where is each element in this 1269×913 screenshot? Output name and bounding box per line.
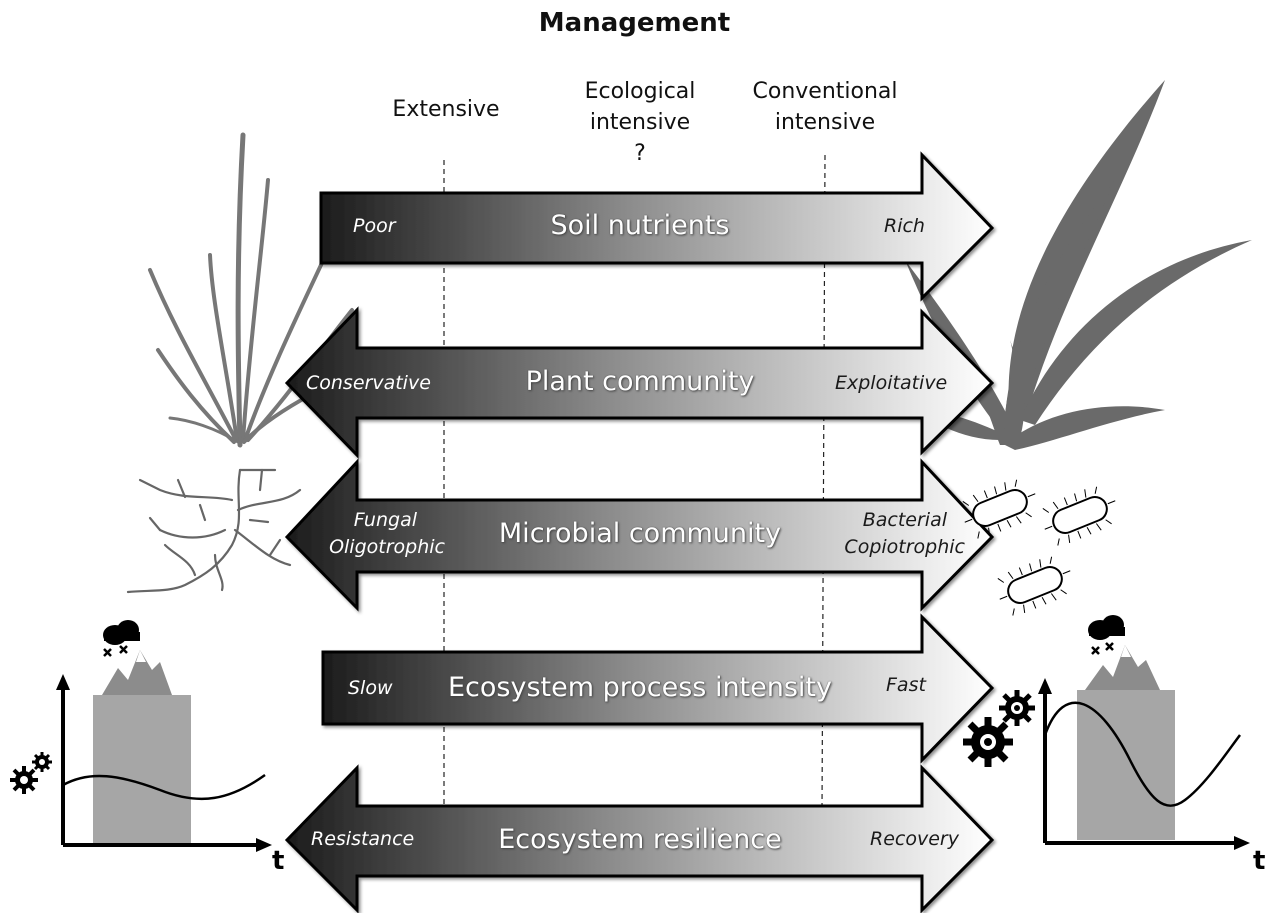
soil-nutrients-label: Soil nutrients bbox=[550, 210, 730, 241]
bacteria-icon bbox=[962, 479, 1116, 616]
end-label-line: Resistance bbox=[311, 828, 415, 850]
microbial-community-right-end: Bacterial Copiotrophic bbox=[820, 507, 965, 561]
disturbance-bar bbox=[1077, 690, 1175, 840]
gears-icon bbox=[963, 690, 1035, 767]
microbial-community-arrow bbox=[284, 458, 995, 612]
end-label-line: Poor bbox=[353, 215, 396, 237]
ecosystem-process-arrow bbox=[321, 613, 995, 764]
resistance-resilience-graph bbox=[10, 620, 272, 852]
management-level-line: Ecological bbox=[584, 79, 696, 104]
mountain-icon bbox=[102, 650, 172, 695]
end-label-line: Fungal bbox=[353, 509, 417, 531]
end-label-line: Conservative bbox=[306, 372, 431, 394]
time-axis-label-left: t bbox=[272, 846, 285, 876]
management-level-conventional-intensive: Conventional intensive bbox=[730, 76, 920, 138]
fungal-hyphae-icon bbox=[126, 468, 302, 594]
gears-icon bbox=[10, 752, 52, 794]
management-level-line: ? bbox=[634, 141, 646, 166]
end-label-line: Slow bbox=[348, 677, 393, 699]
ecosystem-process-left-end: Slow bbox=[348, 675, 393, 702]
management-level-line: intensive bbox=[589, 110, 691, 135]
recovery-resilience-graph bbox=[963, 615, 1250, 850]
plant-community-label: Plant community bbox=[525, 366, 755, 397]
ecosystem-process-right-end: Fast bbox=[886, 672, 926, 699]
mountain-icon bbox=[1085, 645, 1160, 690]
end-label-line: Rich bbox=[884, 215, 925, 237]
storm-cloud-icon bbox=[1088, 615, 1125, 655]
management-level-ecological-intensive: Ecological intensive ? bbox=[555, 76, 725, 169]
ecosystem-process-label: Ecosystem process intensity bbox=[447, 672, 832, 703]
end-label-line: Fast bbox=[886, 674, 926, 696]
end-label-line: Bacterial bbox=[862, 509, 947, 531]
soil-nutrients-left-end: Poor bbox=[353, 213, 396, 240]
storm-cloud-icon bbox=[103, 620, 140, 657]
plant-community-right-end: Exploitative bbox=[835, 370, 947, 397]
microbial-community-left-end: Fungal Oligotrophic bbox=[305, 507, 445, 561]
soil-nutrients-arrow bbox=[319, 151, 995, 302]
end-label-line: Copiotrophic bbox=[844, 536, 965, 558]
end-label-line: Oligotrophic bbox=[329, 536, 445, 558]
plant-community-arrow bbox=[284, 306, 995, 459]
ecosystem-resilience-arrow bbox=[284, 764, 995, 913]
ecosystem-resilience-label: Ecosystem resilience bbox=[498, 824, 782, 855]
management-level-line: intensive bbox=[774, 110, 876, 135]
time-axis-label-right: t bbox=[1253, 846, 1266, 876]
ecosystem-resilience-right-end: Recovery bbox=[870, 826, 959, 853]
ecosystem-resilience-left-end: Resistance bbox=[311, 826, 414, 853]
end-label-line: Exploitative bbox=[835, 372, 948, 394]
disturbance-bar bbox=[93, 695, 191, 843]
plant-community-left-end: Conservative bbox=[306, 370, 431, 397]
soil-nutrients-right-end: Rich bbox=[884, 213, 925, 240]
management-level-extensive: Extensive bbox=[366, 94, 526, 125]
diagram-title: Management bbox=[538, 8, 731, 38]
end-label-line: Recovery bbox=[870, 828, 959, 850]
management-level-line: Conventional bbox=[752, 79, 898, 104]
management-level-line: Extensive bbox=[392, 97, 500, 122]
microbial-community-label: Microbial community bbox=[498, 518, 782, 549]
